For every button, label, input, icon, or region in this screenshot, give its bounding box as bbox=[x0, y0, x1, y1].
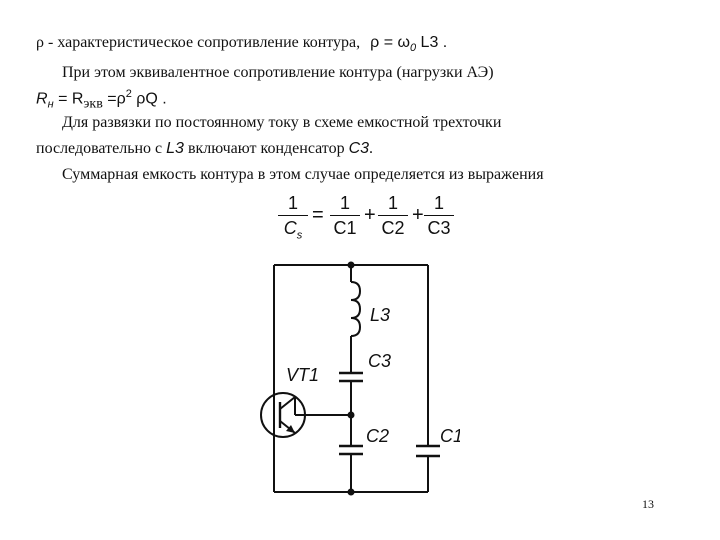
fraction-c2: 1 C2 bbox=[378, 192, 408, 239]
label-vt1: VT1 bbox=[286, 365, 319, 385]
text-line-1: ρ - характеристическое сопротивление кон… bbox=[36, 34, 447, 54]
rho-definition: ρ - характеристическое сопротивление кон… bbox=[36, 34, 361, 51]
plus-sign-2: + bbox=[412, 204, 424, 226]
fraction-c3: 1 C3 bbox=[424, 192, 454, 239]
page-number: 13 bbox=[642, 497, 654, 511]
text-line-3: Rн = Rэкв =ρ2 ρQ . bbox=[36, 88, 167, 112]
fraction-cs: 1 Cs bbox=[278, 192, 308, 242]
text-line-6: Суммарная емкость контура в этом случае … bbox=[62, 166, 544, 183]
text-line-5: последовательно с L3 включают конденсато… bbox=[36, 140, 374, 157]
rho-formula: ρ = ω0 L3 . bbox=[370, 34, 448, 55]
fraction-c1: 1 C1 bbox=[330, 192, 360, 239]
label-c3: C3 bbox=[368, 351, 391, 371]
label-l3: L3 bbox=[370, 305, 390, 325]
capacitance-formula: 1 Cs = 1 C1 + 1 C2 + 1 C3 bbox=[278, 192, 458, 244]
junction-dot bbox=[347, 411, 355, 419]
junction-dot bbox=[347, 261, 355, 269]
inductor-l3 bbox=[350, 281, 362, 337]
equals-sign: = bbox=[312, 204, 324, 226]
circuit-diagram: L3 C3 VT1 C2 C1 bbox=[260, 261, 460, 496]
label-c2: C2 bbox=[366, 426, 389, 446]
transistor-collector bbox=[279, 396, 296, 410]
junction-dot bbox=[347, 488, 355, 496]
text-line-2: При этом эквивалентное сопротивление кон… bbox=[62, 64, 494, 81]
plus-sign-1: + bbox=[364, 204, 376, 226]
text-line-4: Для развязки по постоянному току в схеме… bbox=[62, 114, 502, 131]
label-c1: C1 bbox=[440, 426, 460, 446]
emitter-arrow bbox=[286, 425, 295, 433]
